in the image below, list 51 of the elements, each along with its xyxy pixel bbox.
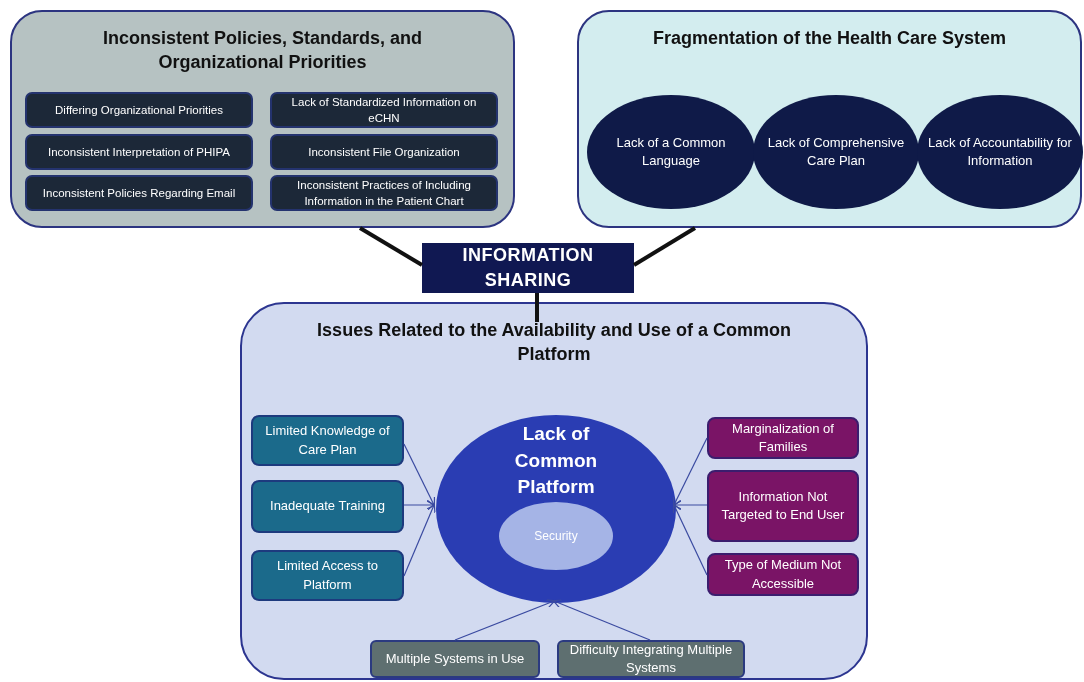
node-label: Inconsistent Policies Regarding Email — [42, 185, 236, 201]
connector-line — [535, 293, 539, 322]
node-label: Marginalization of Families — [731, 419, 835, 456]
issue-box — [251, 480, 404, 533]
node-label: Inconsistent File Organization — [308, 144, 460, 160]
node-label: Limited Knowledge of Care Plan — [264, 422, 391, 459]
node-label: Information Not Targeted to End User — [720, 487, 846, 524]
node-label: Multiple Systems in Use — [385, 649, 525, 668]
issue-box — [25, 92, 253, 128]
node-label: Lack of a Common Language — [615, 133, 727, 170]
arrow — [672, 500, 708, 510]
issue-box — [270, 134, 498, 170]
node-label: INFORMATION SHARING — [461, 243, 595, 292]
group-panel — [10, 10, 515, 228]
node-label: Difficulty Integrating Multiple Systems — [568, 640, 734, 677]
connector-line — [358, 226, 424, 267]
issue-box — [270, 175, 498, 211]
group-panel — [240, 302, 868, 680]
node-label: Lack of Common Platform — [513, 422, 599, 500]
arrow — [454, 599, 556, 641]
node-label: Lack of Standardized Information on eCHN — [290, 94, 478, 126]
issue-box — [707, 470, 859, 542]
node-label: Lack of Comprehensive Care Plan — [766, 133, 906, 170]
arrow — [403, 500, 436, 510]
node-label: Limited Access to Platform — [275, 557, 380, 594]
issue-box — [251, 415, 404, 466]
issue-box — [707, 417, 859, 459]
panel-heading: Inconsistent Policies, Standards, and Organizational Priorities — [101, 27, 424, 75]
issue-box — [251, 550, 404, 601]
issue-box — [370, 640, 540, 678]
node-label: Security — [534, 527, 578, 545]
issue-box — [270, 92, 498, 128]
issue-box — [707, 553, 859, 596]
node-label: Inconsistent Interpretation of PHIPA — [48, 144, 230, 160]
issue-box — [25, 175, 253, 211]
arrow — [403, 503, 436, 577]
central-box — [422, 243, 634, 293]
arrow — [672, 437, 708, 507]
connector-line — [632, 226, 697, 267]
group-panel — [577, 10, 1082, 228]
panel-heading: Issues Related to the Availability and Use of a Common Platform — [316, 319, 792, 367]
node-label: Type of Medium Not Accessible — [723, 556, 843, 593]
node-label: Inconsistent Practices of Including Information in the Patient Chart — [296, 177, 472, 209]
arrow — [672, 503, 708, 576]
issue-box — [25, 134, 253, 170]
panel-heading: Fragmentation of the Health Care System — [652, 27, 1007, 50]
node-label: Inadequate Training — [270, 497, 385, 516]
node-label: Differing Organizational Priorities — [55, 102, 223, 118]
arrow — [403, 443, 436, 507]
node-label: Lack of Accountability for Information — [927, 133, 1073, 170]
arrow — [552, 599, 651, 641]
